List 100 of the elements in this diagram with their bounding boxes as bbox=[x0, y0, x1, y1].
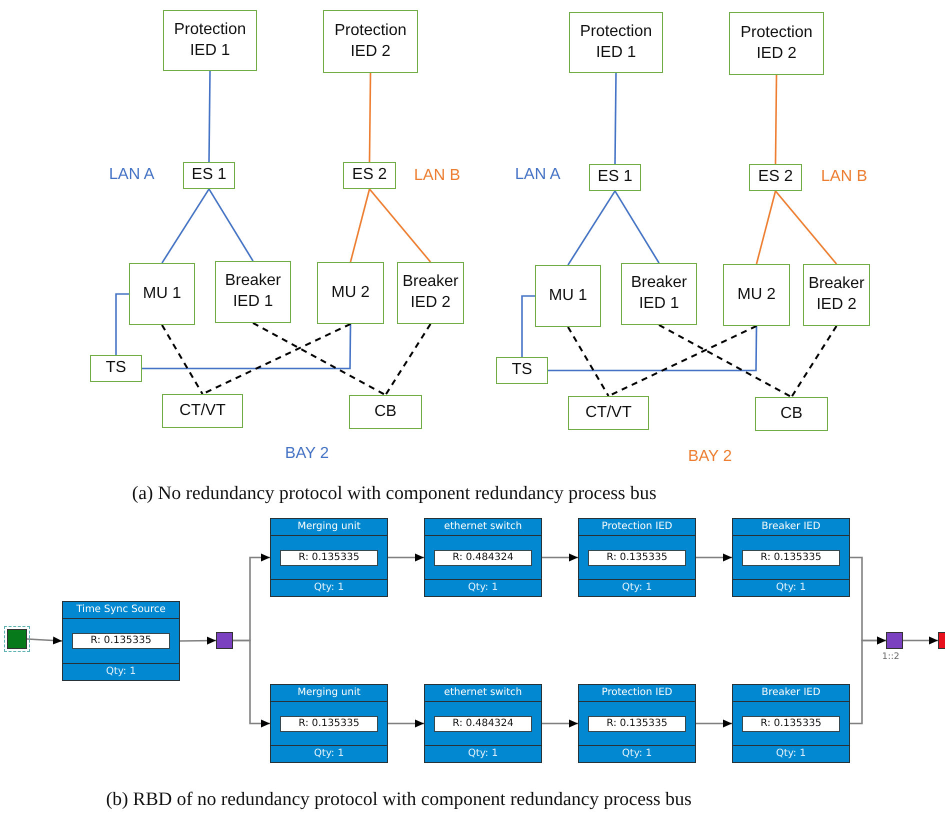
arrow bbox=[903, 636, 938, 644]
box-label: Protection IED 1 bbox=[172, 20, 248, 60]
reliability-value-field: R: 0.135335 bbox=[72, 633, 170, 649]
network-label: LAN B bbox=[821, 168, 868, 186]
reliability-value-field: R: 0.135335 bbox=[280, 550, 378, 566]
connector-line bbox=[368, 188, 432, 263]
network-label: LAN A bbox=[109, 166, 154, 184]
box-label: Breaker IED 2 bbox=[807, 274, 866, 315]
connector-line bbox=[384, 323, 432, 396]
block-title: Merging unit bbox=[271, 685, 387, 702]
box-label: TS bbox=[106, 358, 126, 378]
quantity-label: Qty: 1 bbox=[271, 579, 387, 596]
connector-line bbox=[252, 322, 386, 396]
box-label: Protection IED 2 bbox=[333, 20, 408, 62]
arrow bbox=[850, 636, 886, 724]
connector-line bbox=[614, 190, 660, 264]
connector-line bbox=[774, 75, 778, 164]
connector-line bbox=[790, 325, 838, 398]
connector-line bbox=[521, 295, 535, 357]
component-box bbox=[496, 357, 548, 384]
connector-line bbox=[161, 188, 210, 264]
block-title: ethernet switch bbox=[425, 519, 541, 536]
arrow bbox=[180, 636, 216, 645]
arrow bbox=[233, 640, 270, 728]
box-label: MU 2 bbox=[737, 284, 776, 305]
reliability-value-field: R: 0.135335 bbox=[742, 550, 840, 566]
component-box bbox=[129, 263, 195, 325]
quantity-label: Qty: 1 bbox=[63, 663, 179, 680]
component-box bbox=[183, 162, 235, 189]
connector-line bbox=[142, 324, 352, 370]
reliability-block bbox=[578, 684, 696, 763]
arrow bbox=[388, 720, 424, 728]
component-box bbox=[569, 12, 663, 73]
box-label: Breaker IED 2 bbox=[401, 272, 460, 313]
reliability-value-field: R: 0.135335 bbox=[742, 716, 840, 732]
network-label: LAN A bbox=[515, 166, 560, 184]
component-box bbox=[397, 262, 464, 324]
connector-line bbox=[548, 326, 758, 372]
component-box bbox=[589, 164, 641, 191]
component-box bbox=[163, 10, 257, 71]
end-node bbox=[938, 632, 945, 649]
connector-line bbox=[658, 324, 792, 398]
quantity-label: Qty: 1 bbox=[579, 745, 695, 762]
block-title: Protection IED bbox=[579, 685, 695, 702]
box-label: MU 2 bbox=[331, 282, 370, 303]
connector-line bbox=[115, 293, 129, 355]
quantity-label: Qty: 1 bbox=[425, 745, 541, 762]
box-label: MU 1 bbox=[548, 286, 588, 306]
component-box bbox=[215, 261, 291, 323]
box-label: ES 2 bbox=[758, 167, 793, 188]
reliability-block bbox=[732, 518, 850, 597]
box-label: Protection IED 2 bbox=[739, 22, 814, 64]
component-box bbox=[323, 10, 418, 73]
box-label: CT/VT bbox=[179, 400, 226, 421]
reliability-value-field: R: 0.484324 bbox=[434, 716, 532, 732]
bay-label: BAY 2 bbox=[688, 448, 732, 466]
reliability-block bbox=[732, 684, 850, 763]
reliability-value-field: R: 0.135335 bbox=[588, 550, 686, 566]
connector-line bbox=[350, 188, 370, 262]
block-title: Breaker IED bbox=[733, 519, 849, 536]
reliability-value-field: R: 0.484324 bbox=[434, 550, 532, 566]
component-box bbox=[317, 262, 384, 324]
quantity-label: Qty: 1 bbox=[579, 579, 695, 596]
figure-caption: (b) RBD of no redundancy protocol with component redundancy process bus bbox=[106, 789, 692, 811]
junction-node bbox=[886, 632, 903, 649]
connector-line bbox=[567, 326, 610, 396]
block-title: Merging unit bbox=[271, 519, 387, 536]
arrow bbox=[696, 720, 732, 728]
box-label: Protection IED 1 bbox=[578, 22, 654, 62]
component-box bbox=[535, 265, 601, 327]
arrow bbox=[542, 554, 578, 562]
block-title: ethernet switch bbox=[425, 685, 541, 702]
connector-line bbox=[208, 71, 211, 162]
arrow bbox=[388, 554, 424, 562]
box-label: MU 1 bbox=[142, 284, 182, 304]
component-box bbox=[349, 395, 422, 429]
junction-node bbox=[216, 632, 233, 649]
box-label: ES 1 bbox=[192, 165, 226, 186]
block-title: Protection IED bbox=[579, 519, 695, 536]
arrow bbox=[696, 554, 732, 562]
quantity-label: Qty: 1 bbox=[733, 745, 849, 762]
reliability-block bbox=[424, 684, 542, 763]
component-box bbox=[729, 12, 824, 75]
arrow bbox=[542, 720, 578, 728]
box-label: Breaker IED 1 bbox=[630, 273, 688, 314]
connector-line bbox=[614, 73, 617, 164]
figure-caption: (a) No redundancy protocol with component redundancy process bus bbox=[132, 483, 656, 505]
network-label: LAN B bbox=[414, 167, 460, 185]
connector-line bbox=[208, 188, 254, 262]
connector-line bbox=[368, 73, 372, 162]
component-box bbox=[621, 263, 697, 325]
component-box bbox=[90, 355, 142, 382]
component-box bbox=[803, 264, 870, 326]
connector-line bbox=[567, 190, 616, 266]
component-box bbox=[568, 396, 649, 430]
component-box bbox=[755, 397, 828, 431]
box-label: TS bbox=[512, 360, 532, 380]
reliability-value-field: R: 0.135335 bbox=[280, 716, 378, 732]
quantity-label: Qty: 1 bbox=[733, 579, 849, 596]
block-title: Breaker IED bbox=[733, 685, 849, 702]
